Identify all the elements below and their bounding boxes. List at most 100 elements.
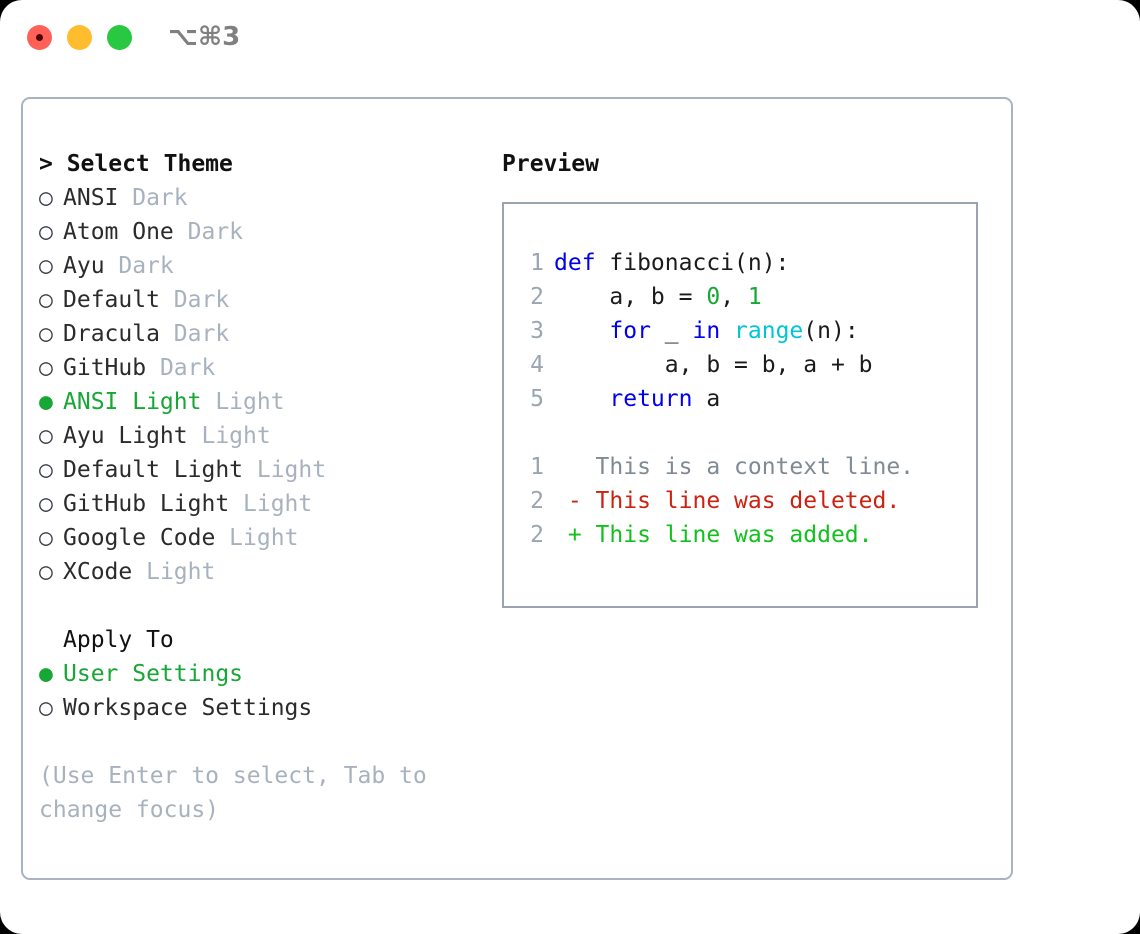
- radio-unselected-icon: ○: [39, 219, 53, 245]
- code-line-number: 4: [530, 352, 544, 378]
- apply-to-option-label: Workspace Settings: [63, 695, 313, 721]
- keyboard-shortcut-label: ⌥⌘3: [168, 22, 241, 52]
- diff-line-text: - This line was deleted.: [554, 488, 901, 514]
- code-line-number: 3: [530, 318, 544, 344]
- code-token: for: [609, 318, 651, 344]
- keyboard-hint-text: (Use Enter to select, Tab to change focu…: [39, 763, 427, 823]
- diff-line: 1 This is a context line.: [518, 450, 970, 484]
- radio-unselected-icon: ○: [39, 491, 53, 517]
- code-token: def: [554, 250, 596, 276]
- theme-list-item[interactable]: ○ Ayu Light Light: [39, 419, 489, 453]
- main-panel: > Select Theme ○ANSI Dark○Atom One Dark○…: [21, 97, 1013, 880]
- theme-mode-tag: Dark: [159, 321, 230, 347]
- theme-list-item[interactable]: ● ANSI Light Light: [39, 385, 489, 419]
- code-token: [554, 318, 609, 344]
- theme-list-item[interactable]: ○ GitHub Dark: [39, 351, 489, 385]
- diff-line-text: This is a context line.: [554, 454, 915, 480]
- theme-list[interactable]: ○ANSI Dark○Atom One Dark○Ayu Dark○Defaul…: [39, 181, 489, 589]
- theme-mode-tag: Light: [243, 457, 327, 483]
- diff-lines: 1 This is a context line.2 - This line w…: [518, 450, 970, 552]
- window-controls: [27, 25, 132, 50]
- theme-mode-tag: Light: [229, 491, 313, 517]
- code-line: 4 a, b = b, a + b: [518, 348, 970, 382]
- theme-name: ANSI Light: [63, 389, 202, 415]
- theme-name: GitHub Light: [63, 491, 230, 517]
- theme-list-item[interactable]: ○ XCode Light: [39, 555, 489, 589]
- apply-to-option[interactable]: ● User Settings: [39, 657, 489, 691]
- minimize-window-button[interactable]: [67, 25, 92, 50]
- diff-line: 2 - This line was deleted.: [518, 484, 970, 518]
- code-token: range: [734, 318, 804, 344]
- code-token: a: [692, 386, 721, 412]
- maximize-window-button[interactable]: [107, 25, 132, 50]
- radio-selected-icon: ●: [39, 661, 53, 687]
- radio-unselected-icon: ○: [39, 253, 53, 279]
- code-line: 2 a, b = 0, 1: [518, 280, 970, 314]
- code-token: in: [692, 318, 721, 344]
- theme-name: Default Light: [63, 457, 244, 483]
- theme-mode-tag: Light: [201, 389, 285, 415]
- theme-mode-tag: Light: [132, 559, 216, 585]
- radio-selected-icon: ●: [39, 389, 53, 415]
- theme-list-item[interactable]: ○Default Light Light: [39, 453, 489, 487]
- theme-list-item[interactable]: ○ Google Code Light: [39, 521, 489, 555]
- code-line: 5 return a: [518, 382, 970, 416]
- radio-unselected-icon: ○: [39, 355, 53, 381]
- theme-list-item[interactable]: ○Atom One Dark: [39, 215, 489, 249]
- theme-list-item[interactable]: ○Default Dark: [39, 283, 489, 317]
- radio-unselected-icon: ○: [39, 185, 53, 211]
- theme-name: Atom One: [63, 219, 174, 245]
- theme-mode-tag: Light: [215, 525, 299, 551]
- diff-line-text: + This line was added.: [554, 522, 873, 548]
- theme-mode-tag: Dark: [104, 253, 174, 279]
- code-token: 0: [706, 284, 721, 310]
- theme-picker-header: > Select Theme: [39, 151, 233, 177]
- code-token: _: [650, 318, 693, 344]
- spacer: [39, 589, 489, 623]
- radio-unselected-icon: ○: [39, 695, 53, 721]
- radio-unselected-icon: ○: [39, 321, 53, 347]
- code-token: fibonacci(n):: [595, 250, 790, 276]
- theme-mode-tag: Dark: [118, 185, 188, 211]
- close-window-button[interactable]: [27, 25, 52, 50]
- code-line: 3 for _ in range(n):: [518, 314, 970, 348]
- theme-name: Dracula: [63, 321, 160, 347]
- theme-list-item[interactable]: ○ GitHub Light Light: [39, 487, 489, 521]
- theme-list-item[interactable]: ○ANSI Dark: [39, 181, 489, 215]
- theme-mode-tag: Light: [187, 423, 271, 449]
- radio-unselected-icon: ○: [39, 559, 53, 585]
- apply-to-option-label: User Settings: [63, 661, 244, 687]
- title-bar: ⌥⌘3: [0, 0, 1140, 78]
- code-token: a, b =: [554, 284, 707, 310]
- code-line-number: 5: [530, 386, 544, 412]
- code-token: (n):: [803, 318, 859, 344]
- code-token: 1: [747, 284, 762, 310]
- apply-to-list[interactable]: ● User Settings ○ Workspace Settings: [39, 657, 489, 725]
- apply-to-title: Apply To: [63, 627, 174, 653]
- theme-name: Default: [63, 287, 160, 313]
- theme-mode-tag: Dark: [146, 355, 216, 381]
- apply-to-option[interactable]: ○ Workspace Settings: [39, 691, 489, 725]
- radio-unselected-icon: ○: [39, 525, 53, 551]
- theme-name: Ayu Light: [63, 423, 188, 449]
- code-token: [554, 386, 609, 412]
- radio-unselected-icon: ○: [39, 423, 53, 449]
- code-token: a, b = b, a + b: [554, 352, 873, 378]
- code-token: [720, 318, 734, 344]
- code-line-number: 2: [530, 284, 544, 310]
- theme-list-item[interactable]: ○ Ayu Dark: [39, 249, 489, 283]
- theme-name: XCode: [63, 559, 133, 585]
- code-token: ,: [720, 284, 748, 310]
- theme-name: Google Code: [63, 525, 216, 551]
- theme-name: Ayu: [63, 253, 105, 279]
- theme-name: GitHub: [63, 355, 147, 381]
- theme-list-item[interactable]: ○ Dracula Dark: [39, 317, 489, 351]
- diff-line: 2 + This line was added.: [518, 518, 970, 552]
- theme-picker-column: > Select Theme ○ANSI Dark○Atom One Dark○…: [39, 147, 489, 827]
